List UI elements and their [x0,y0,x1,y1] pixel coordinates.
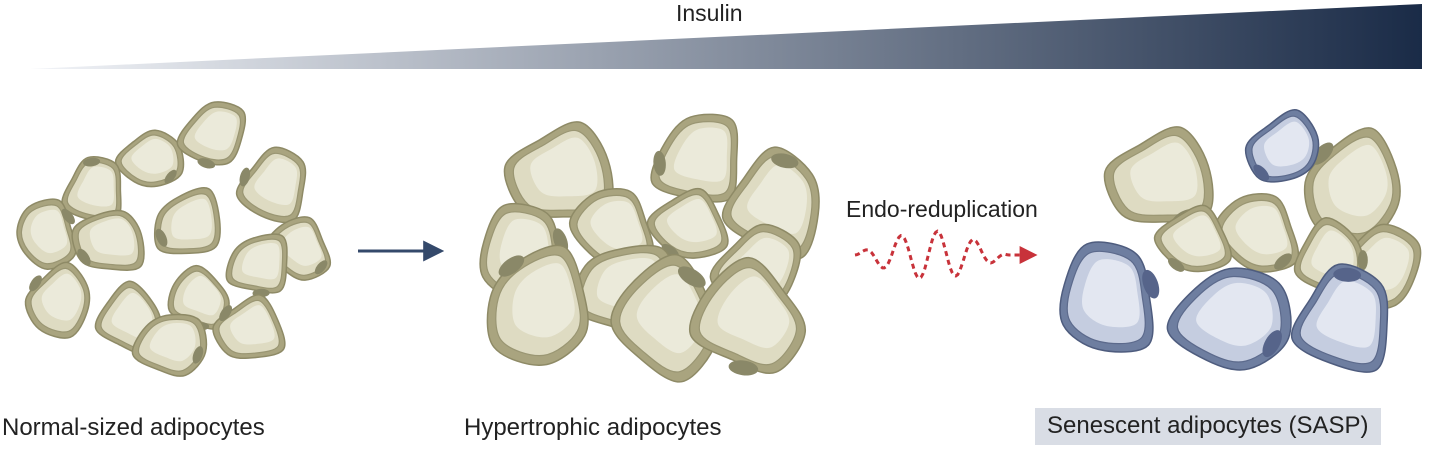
endo-reduplication-label: Endo-reduplication [846,196,1038,222]
cell-highlight [194,111,237,151]
senescent-adipocyte [1290,263,1389,373]
cell-nucleus [498,255,525,277]
cell-nucleus [1311,142,1334,165]
hypertrophic-adipocytes-label: Hypertrophic adipocytes [464,414,722,441]
cell-highlight [530,137,598,197]
cell-highlight [666,199,717,243]
cell-highlight [673,127,728,182]
cell-highlight [1235,205,1288,255]
adipocyte [1213,193,1300,273]
cell-highlight [89,218,135,256]
cell-highlight [717,276,790,349]
cell-nucleus [61,208,75,225]
cell-highlight [254,158,298,206]
cell-nucleus [314,260,328,275]
cell-highlight [41,273,82,321]
adipocyte [1103,126,1214,228]
cell-nucleus [239,167,251,187]
cell-nucleus [1333,267,1362,282]
adipocyte [24,261,91,339]
adipocyte [212,294,286,360]
hypertrophic-adipocyte-cluster [479,113,820,383]
adipocyte [1153,204,1232,273]
cell-nucleus [77,248,91,266]
senescent-adipocyte [1059,241,1160,353]
cell-nucleus [1168,257,1185,272]
normal-adipocyte-cluster [16,101,332,377]
adipocyte [61,156,122,223]
adipocyte [176,101,247,169]
cell-highlight [512,263,575,338]
cell-highlight [171,198,212,240]
cell-nucleus [1262,330,1282,358]
cell-highlight [230,305,275,345]
cell-nucleus [677,266,706,288]
cell-nucleus [653,150,666,176]
cell-highlight [636,274,703,354]
adipocyte [114,129,185,188]
cell-highlight [183,275,221,316]
cell-highlight [1196,282,1273,347]
adipocyte [225,233,288,298]
cell-highlight [1173,215,1221,257]
insulin-gradient-wedge [30,4,1422,69]
adipocyte [688,256,806,376]
adipocyte [167,264,230,331]
adipocyte [646,187,729,259]
adipocyte [486,244,589,366]
cell-nucleus [155,228,168,247]
adipocyte [503,121,614,223]
insulin-label: Insulin [676,0,743,26]
cell-highlight [1316,280,1377,348]
cell-nucleus [197,158,216,169]
adipocyte [94,280,165,356]
cell-highlight [590,200,643,250]
adipocyte [131,313,208,377]
cell-nucleus [164,169,177,184]
cell-nucleus [192,346,204,364]
cell-highlight [30,209,68,254]
cell-highlight [111,292,153,339]
normal-adipocytes-label: Normal-sized adipocytes [2,414,265,441]
senescent-adipocytes-label: Senescent adipocytes (SASP) [1035,408,1381,445]
adipocyte [235,146,307,224]
cell-highlight [77,166,114,207]
adipocyte [610,254,719,383]
cell-highlight [1328,144,1388,217]
senescent-adipocyte [1244,109,1320,183]
cell-highlight [747,164,807,234]
cell-nucleus [771,153,799,169]
cell-highlight [1130,142,1198,202]
cell-highlight [149,323,196,362]
adipocyte [650,113,739,203]
cell-highlight [1082,259,1140,328]
adipocyte [71,209,145,271]
cell-nucleus [219,305,233,322]
endo-reduplication-wave-arrow [854,229,1038,280]
cell-nucleus [1253,164,1270,181]
cell-highlight [280,226,322,266]
senescent-adipocyte [1166,267,1292,371]
cell-nucleus [728,360,759,376]
senescent-adipocyte-cluster [1059,109,1422,373]
cell-nucleus [83,157,101,167]
cell-highlight [241,243,280,280]
cell-nucleus [1142,269,1160,299]
cell-nucleus [29,275,42,292]
adipocyte [16,198,77,270]
adipocyte [721,146,820,260]
cell-highlight [131,138,174,174]
cell-nucleus [1357,250,1368,271]
adipocyte [153,187,221,255]
cell-highlight [1263,121,1310,167]
cell-nucleus [1274,253,1292,270]
adipocyte [1303,127,1401,244]
